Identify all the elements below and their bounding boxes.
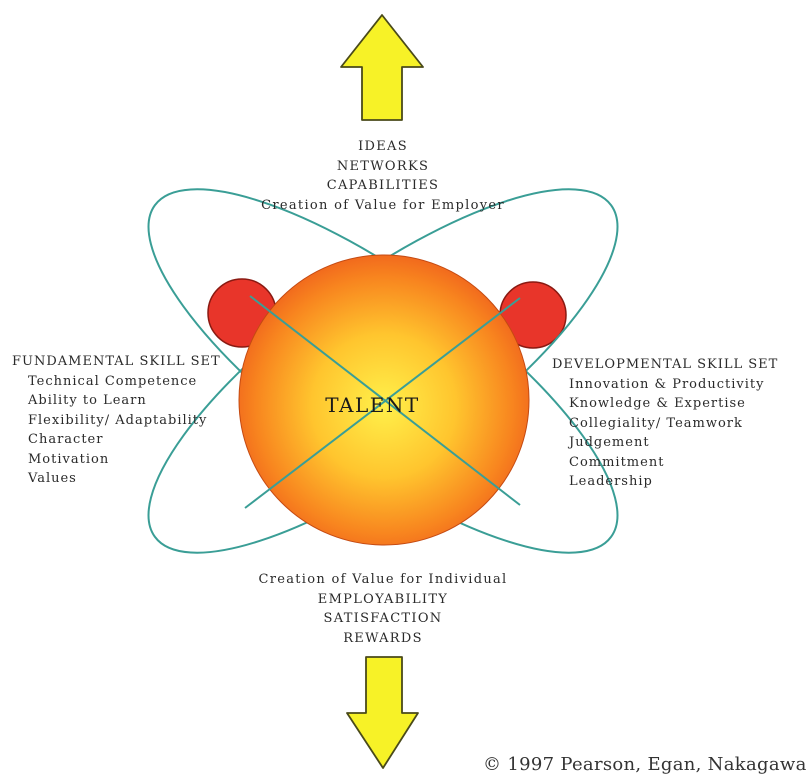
fundamental-item: Motivation — [28, 451, 110, 467]
developmental-item: Innovation & Productivity — [569, 376, 765, 392]
talent-label: TALENT — [325, 393, 420, 417]
top-line-ideas: IDEAS — [358, 139, 408, 154]
bottom-line-individual-value: Creation of Value for Individual — [258, 572, 508, 587]
top-line-networks: NETWORKS — [336, 158, 430, 174]
talent-diagram — [147, 14, 619, 769]
developmental-skill-set: DEVELOPMENTAL SKILL SET Innovation & Pro… — [552, 355, 778, 492]
fundamental-item: Character — [28, 432, 104, 447]
bottom-line-satisfaction: SATISFACTION — [323, 611, 443, 626]
bottom-line-employability: EMPLOYABILITY — [317, 591, 449, 607]
fundamental-item: Technical Competence — [28, 373, 198, 389]
fundamental-heading: FUNDAMENTAL SKILL SET — [12, 354, 221, 369]
down-arrow-icon — [346, 656, 419, 769]
fundamental-item: Values — [28, 471, 77, 486]
orbit-front-b — [244, 297, 521, 509]
developmental-item: Commitment — [569, 454, 665, 470]
individual-value-block: Creation of Value for Individual EMPLOYA… — [213, 570, 553, 648]
employer-value-block: IDEAS NETWORKS CAPABILITIES Creation of … — [213, 137, 553, 215]
top-line-capabilities: CAPABILITIES — [326, 178, 440, 193]
developmental-item: Collegiality/ Teamwork — [569, 415, 743, 431]
top-line-employer-value: Creation of Value for Employer — [261, 197, 505, 213]
fundamental-item: Ability to Learn — [28, 393, 147, 408]
copyright-notice: © 1997 Pearson, Egan, Nakagawa — [483, 754, 807, 775]
up-arrow-icon — [340, 14, 424, 121]
developmental-heading: DEVELOPMENTAL SKILL SET — [552, 357, 779, 372]
fundamental-item: Flexibility/ Adaptability — [28, 412, 208, 428]
developmental-item: Leadership — [569, 474, 653, 489]
developmental-item: Knowledge & Expertise — [569, 396, 746, 411]
developmental-item: Judgement — [569, 435, 650, 450]
fundamental-skill-set: FUNDAMENTAL SKILL SET Technical Competen… — [12, 352, 221, 489]
bottom-line-rewards: REWARDS — [343, 630, 423, 646]
